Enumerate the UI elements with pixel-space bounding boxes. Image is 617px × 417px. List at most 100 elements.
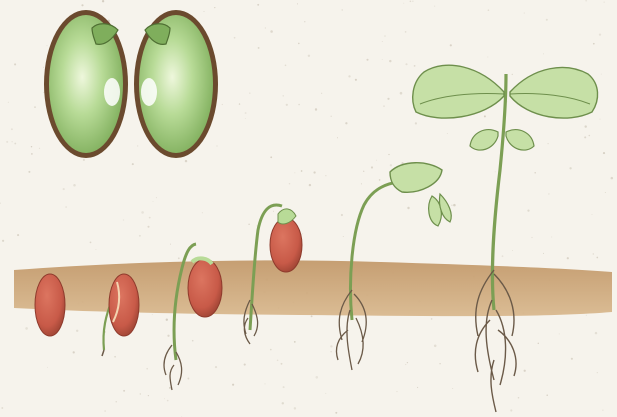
speckle	[170, 244, 171, 245]
speckle	[585, 0, 586, 1]
speckle	[603, 152, 605, 154]
speckle	[596, 257, 598, 259]
speckle	[387, 98, 389, 100]
speckle	[102, 0, 104, 2]
speckle	[11, 128, 13, 130]
speckle	[601, 74, 602, 75]
speckle	[104, 410, 106, 412]
speckle	[548, 193, 549, 194]
speckle	[31, 146, 32, 147]
speckle	[297, 3, 298, 4]
speckle	[534, 172, 536, 174]
speckle	[547, 143, 548, 144]
speckle	[116, 401, 117, 402]
speckle	[599, 33, 601, 35]
speckle	[217, 146, 218, 147]
speckle	[410, 0, 412, 2]
speckle	[14, 143, 16, 145]
speckle	[405, 31, 407, 33]
speckle	[146, 368, 148, 370]
speckle	[187, 378, 189, 380]
speckle	[277, 360, 279, 362]
speckle	[593, 43, 595, 45]
speckle	[407, 207, 409, 209]
speckle	[298, 43, 300, 45]
speckle	[232, 384, 234, 386]
speckle	[132, 163, 134, 165]
speckle	[316, 376, 319, 379]
speckle	[152, 314, 153, 315]
speckle	[325, 175, 326, 176]
speckle	[8, 102, 9, 103]
speckle	[546, 19, 548, 21]
speckle	[543, 53, 544, 54]
speckle	[73, 184, 76, 187]
speckle	[234, 37, 236, 39]
speckle	[123, 219, 124, 220]
speckle	[257, 4, 259, 6]
speckle	[531, 237, 532, 238]
speckle	[434, 6, 435, 7]
speckle	[589, 135, 591, 137]
speckle	[285, 64, 287, 66]
speckle	[335, 412, 337, 414]
speckle	[403, 3, 404, 4]
speckle	[330, 351, 331, 352]
speckle	[2, 240, 4, 242]
speckle	[524, 13, 525, 14]
speckle	[264, 383, 265, 384]
speckle	[248, 224, 249, 225]
speckle	[415, 122, 417, 124]
speckle	[12, 141, 13, 142]
speckle	[139, 235, 141, 237]
speckle	[551, 237, 552, 238]
speckle	[361, 183, 362, 184]
speckle	[83, 159, 85, 161]
speckle	[34, 106, 36, 108]
speckle	[567, 257, 569, 259]
speckle	[431, 318, 433, 320]
speckle	[543, 253, 544, 254]
speckle	[6, 141, 8, 143]
speckle	[14, 63, 16, 65]
speckle	[390, 164, 392, 166]
speckle	[204, 11, 205, 12]
speckle	[611, 177, 614, 180]
speckle	[302, 233, 303, 234]
speckle	[546, 395, 547, 396]
speckle	[592, 214, 593, 215]
speckle	[95, 249, 96, 250]
speckle	[270, 156, 272, 158]
speckle	[602, 410, 603, 411]
speckle	[178, 257, 180, 259]
speckle	[559, 333, 560, 334]
speckle	[273, 211, 274, 212]
speckle	[518, 397, 520, 399]
speckle	[141, 211, 144, 214]
speckle	[484, 115, 486, 117]
speckle	[451, 205, 452, 206]
speckle	[384, 35, 386, 37]
speckle	[487, 56, 488, 57]
speckle	[281, 363, 283, 365]
speckle	[325, 393, 326, 394]
speckle	[104, 15, 105, 16]
speckle	[341, 214, 343, 216]
speckle	[389, 60, 391, 62]
speckle	[294, 172, 295, 173]
speckle	[282, 402, 284, 404]
speckle	[214, 7, 215, 8]
speckle	[123, 390, 125, 392]
speckle	[164, 398, 165, 399]
speckle	[382, 59, 383, 60]
speckle	[140, 393, 141, 394]
speckle	[383, 105, 385, 107]
speckle	[153, 201, 154, 202]
speckle	[147, 226, 149, 228]
speckle	[222, 104, 223, 105]
speckle	[270, 349, 272, 351]
speckle	[239, 103, 240, 104]
speckle	[114, 356, 116, 358]
